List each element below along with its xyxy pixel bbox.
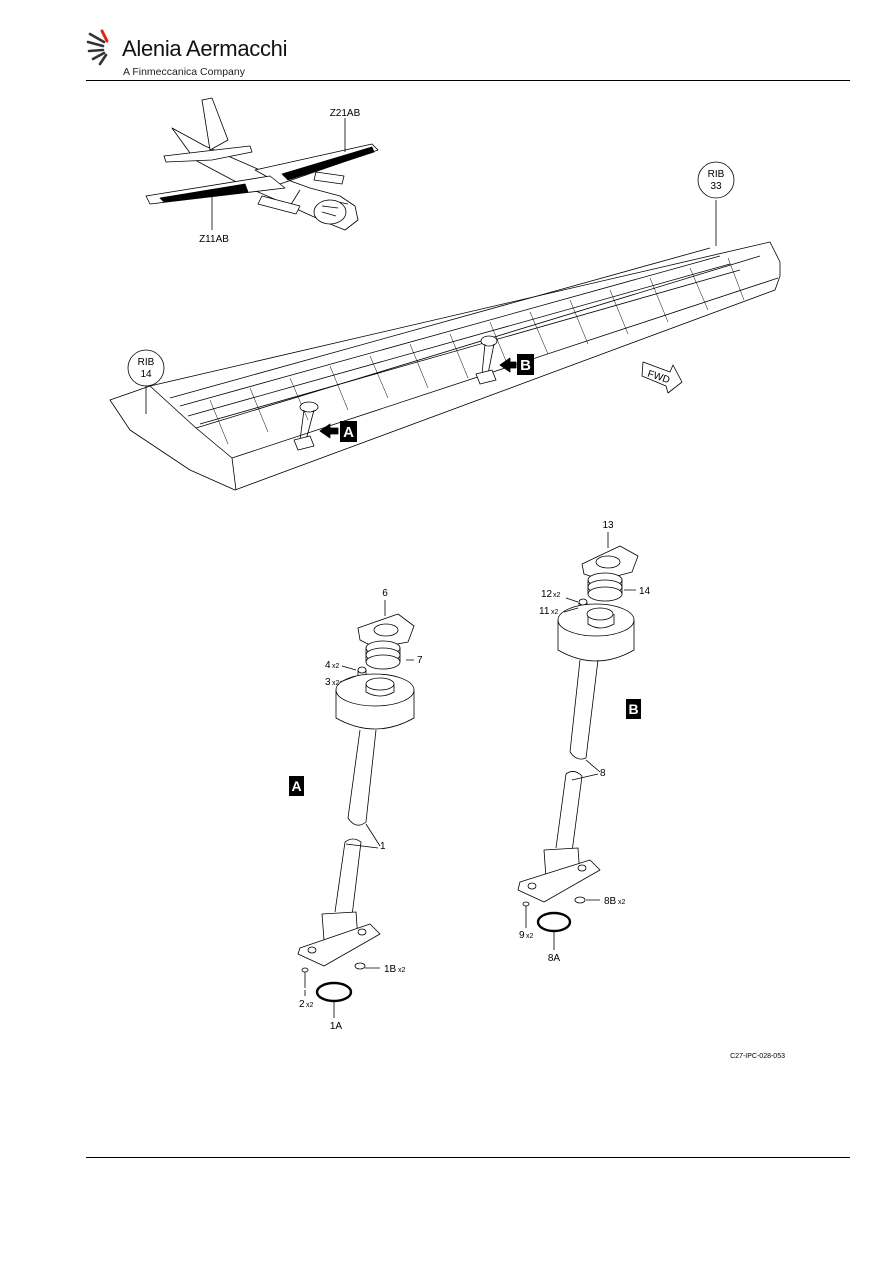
view-a-marker-wing: A: [340, 421, 357, 442]
callout-6: 6: [382, 588, 388, 599]
svg-text:A: A: [291, 778, 301, 794]
aircraft-locator: [145, 97, 379, 231]
arrow-b-icon: [499, 357, 517, 373]
logo-mark-icon: [86, 29, 109, 66]
rib-33-number: 33: [710, 181, 722, 192]
callout-13: 13: [602, 520, 614, 531]
callout-9-qty: x2: [526, 933, 534, 940]
detail-b: [517, 532, 639, 950]
callout-8b-qty: x2: [618, 899, 626, 906]
detail-a: [297, 600, 415, 1018]
wing-installation-b: [475, 335, 517, 385]
callout-8a: 8A: [548, 953, 561, 964]
callout-12-qty: x2: [553, 592, 561, 599]
callout-1b: 1B: [384, 964, 397, 975]
fwd-arrow: [641, 361, 683, 394]
callout-4-qty: x2: [332, 663, 340, 670]
header-rule: [86, 80, 850, 81]
svg-text:B: B: [520, 357, 531, 374]
callout-8: 8: [600, 768, 606, 779]
svg-text:B: B: [628, 701, 638, 717]
footer-rule: [86, 1157, 850, 1158]
svg-text:A: A: [343, 424, 354, 441]
left-wing-highlight: [159, 183, 249, 203]
callout-2-qty: x2: [306, 1002, 314, 1009]
wing-panel: [109, 200, 781, 491]
callout-14: 14: [639, 586, 651, 597]
locator-right-wing: Z21AB: [330, 108, 361, 119]
callout-3: 3: [325, 677, 331, 688]
callout-1b-qty: x2: [398, 967, 406, 974]
rib-33-label: RIB: [708, 169, 725, 180]
callout-2: 2: [299, 999, 305, 1010]
callout-3-qty: x2: [332, 680, 340, 687]
arrow-a-icon: [319, 423, 339, 439]
callout-11-qty: x2: [551, 609, 559, 616]
view-a-marker-detail: A: [289, 776, 304, 796]
right-wing-highlight: [281, 146, 375, 181]
rib-33-callout: RIB 33: [697, 161, 735, 199]
view-b-marker-wing: B: [517, 354, 534, 375]
callout-1a: 1A: [330, 1021, 343, 1032]
company-logo: Alenia Aermacchi A Finmeccanica Company: [86, 24, 306, 80]
rib-14-callout: RIB 14: [127, 349, 165, 387]
rib-14-label: RIB: [138, 357, 155, 368]
rib-14-number: 14: [140, 369, 152, 380]
figure-id: C27-IPC-028-053: [730, 1053, 785, 1060]
callout-1: 1: [380, 841, 386, 852]
callout-4: 4: [325, 660, 331, 671]
view-b-marker-detail: B: [626, 699, 641, 719]
company-subtitle: A Finmeccanica Company: [123, 66, 245, 78]
callout-12: 12: [541, 589, 553, 600]
locator-left-wing: Z11AB: [199, 234, 229, 245]
callout-8b: 8B: [604, 896, 617, 907]
callout-7: 7: [417, 655, 423, 666]
company-name: Alenia Aermacchi: [122, 36, 288, 61]
callout-9: 9: [519, 930, 525, 941]
callout-11: 11: [539, 606, 550, 617]
wing-installation-a: [293, 401, 339, 451]
